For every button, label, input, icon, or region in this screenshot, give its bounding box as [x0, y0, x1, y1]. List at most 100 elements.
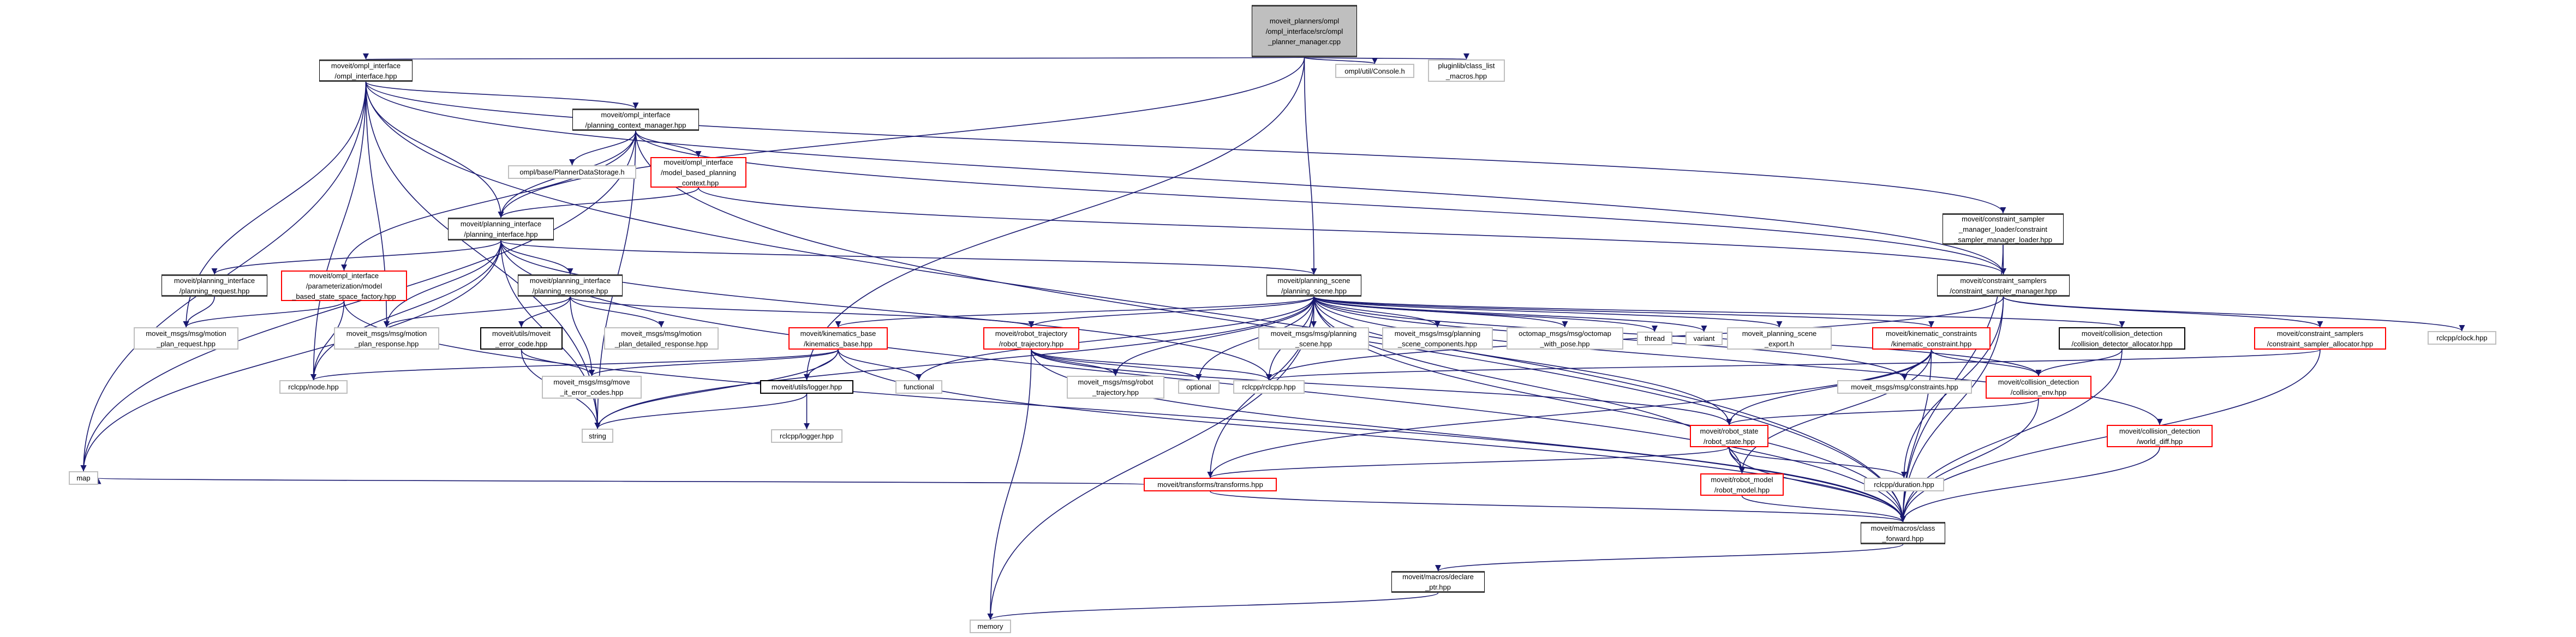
graph-node-rm[interactable]: moveit/robot_model/robot_model.hpp	[1700, 473, 1784, 496]
graph-node-cf[interactable]: moveit/macros/class_forward.hpp	[1861, 522, 1945, 544]
edge-ps-to-rm	[1313, 296, 1746, 474]
graph-node-constraints[interactable]: moveit_msgs/msg/constraints.hpp	[1837, 380, 1972, 394]
graph-node-rclcpp[interactable]: rclcpp/rclcpp.hpp	[1233, 380, 1305, 394]
graph-node-preq[interactable]: moveit/planning_interface/planning_reque…	[162, 274, 267, 297]
graph-node-pds[interactable]: ompl/base/PlannerDataStorage.h	[508, 165, 636, 179]
graph-node-rtmsg[interactable]: moveit_msgs/msg/robot_trajectory.hpp	[1067, 376, 1164, 399]
graph-node-variant[interactable]: variant	[1686, 332, 1723, 345]
edge-ps-to-rt	[1028, 296, 1314, 328]
edge-cenv-to-cf	[1899, 398, 2039, 522]
node-label-line: moveit/kinematics_base	[800, 329, 876, 338]
graph-node-memory[interactable]: memory	[970, 620, 1011, 633]
graph-node-cenv[interactable]: moveit/collision_detection/collision_env…	[1986, 376, 2091, 399]
node-label-line: rclcpp/duration.hpp	[1874, 480, 1934, 489]
graph-node-mec[interactable]: moveit/utils/moveit_error_code.hpp	[480, 327, 563, 350]
graph-node-cda[interactable]: moveit/collision_detection/collision_det…	[2059, 327, 2185, 350]
graph-node-mecs[interactable]: moveit_msgs/msg/move_it_error_codes.hpp	[542, 376, 642, 399]
edge-main-to-ps	[1304, 57, 1317, 275]
edge-ompl_if-to-csml	[365, 81, 2006, 214]
node-label-line: moveit/utils/logger.hpp	[771, 383, 842, 391]
graph-node-transforms[interactable]: moveit/transforms/transforms.hpp	[1144, 478, 1277, 491]
node-label-line: moveit/constraint_sampler	[1962, 214, 2045, 223]
graph-node-ompl_if[interactable]: moveit/ompl_interface/ompl_interface.hpp	[319, 59, 413, 82]
graph-node-export[interactable]: moveit_planning_scene_export.h	[1727, 327, 1832, 350]
graph-node-console[interactable]: ompl/util/Console.h	[1335, 64, 1414, 78]
edge-rt-to-rclcpp	[1031, 349, 1272, 381]
graph-node-kc[interactable]: moveit/kinematic_constraints/kinematic_c…	[1872, 327, 1991, 350]
graph-node-param[interactable]: moveit/ompl_interface/parameterization/m…	[281, 271, 407, 301]
graph-node-mpdr[interactable]: moveit_msgs/msg/motion_plan_detailed_res…	[604, 327, 719, 350]
edge-ps-to-rtmsg	[1112, 296, 1314, 376]
graph-node-logger[interactable]: moveit/utils/logger.hpp	[760, 380, 853, 394]
node-label-line: moveit/planning_interface	[460, 220, 542, 228]
graph-node-rt[interactable]: moveit/robot_trajectory/robot_trajectory…	[983, 327, 1079, 350]
graph-node-psmsg[interactable]: moveit_msgs/msg/planning_scene.hpp	[1258, 327, 1369, 350]
graph-node-mpreq[interactable]: moveit_msgs/msg/motion_plan_request.hpp	[134, 327, 238, 350]
graph-node-csm[interactable]: moveit/constraint_samplers/constraint_sa…	[1937, 274, 2070, 297]
graph-node-rlogger[interactable]: rclcpp/logger.hpp	[771, 429, 842, 443]
graph-node-clock[interactable]: rclcpp/clock.hpp	[2428, 331, 2496, 345]
node-label-line: moveit_msgs/msg/constraints.hpp	[1851, 383, 1958, 391]
node-label-line: _planner_manager.cpp	[1268, 37, 1341, 46]
node-label-line: /parameterization/model	[306, 281, 382, 290]
graph-node-clm[interactable]: pluginlib/class_list_macros.hpp	[1428, 59, 1505, 82]
node-label-line: moveit/collision_detection	[1998, 378, 2079, 386]
graph-node-ps[interactable]: moveit/planning_scene/planning_scene.hpp	[1266, 274, 1361, 297]
node-label-line: _with_pose.hpp	[1540, 339, 1590, 348]
edge-main-to-logger	[803, 57, 1305, 381]
edge-main-to-pi	[498, 57, 1305, 218]
graph-node-thread[interactable]: thread	[1637, 332, 1672, 345]
edge-main-to-clm	[1304, 53, 1469, 60]
edge-pcm-to-pds	[569, 130, 636, 166]
node-label-line: moveit_msgs/msg/planning	[1394, 329, 1481, 338]
edge-dp-to-memory	[987, 592, 1439, 620]
graph-node-mpresp[interactable]: moveit_msgs/msg/motion_plan_response.hpp	[334, 327, 439, 350]
edge-cf-to-dp	[1435, 544, 1904, 572]
node-label-line: moveit_planners/ompl	[1269, 16, 1340, 25]
graph-node-pcm[interactable]: moveit/ompl_interface/planning_context_m…	[572, 109, 699, 131]
graph-node-csa[interactable]: moveit/constraint_samplers/constraint_sa…	[2254, 327, 2386, 350]
node-label-line: moveit_msgs/msg/robot	[1078, 378, 1153, 386]
graph-node-rs[interactable]: moveit/robot_state/robot_state.hpp	[1690, 425, 1768, 447]
graph-node-pscomp[interactable]: moveit_msgs/msg/planning_scene_component…	[1382, 327, 1493, 350]
graph-node-pi[interactable]: moveit/planning_interface/planning_inter…	[448, 218, 554, 241]
edge-cda-to-cenv	[2035, 349, 2123, 376]
edge-main-to-ompl_if	[365, 52, 1305, 60]
edge-mbpc-to-pi	[498, 187, 699, 218]
graph-node-octo[interactable]: octomap_msgs/msg/octomap_with_pose.hpp	[1507, 327, 1623, 350]
edge-presp-to-mpresp	[384, 296, 571, 328]
node-label-line: moveit/planning_scene	[1277, 276, 1350, 285]
node-label-line: rclcpp/logger.hpp	[779, 432, 834, 440]
graph-node-main[interactable]: moveit_planners/ompl/ompl_interface/src/…	[1252, 5, 1357, 57]
graph-node-wd[interactable]: moveit/collision_detection/world_diff.hp…	[2107, 425, 2213, 447]
graph-node-presp[interactable]: moveit/planning_interface/planning_respo…	[518, 274, 623, 297]
graph-node-string[interactable]: string	[582, 429, 613, 443]
edge-transforms-to-cf	[1210, 491, 1906, 522]
graph-node-node[interactable]: rclcpp/node.hpp	[279, 380, 348, 394]
graph-node-functional[interactable]: functional	[895, 380, 942, 394]
edge-ps-to-string	[594, 296, 1314, 429]
edge-presp-to-mpdr	[570, 296, 665, 328]
edge-cenv-to-rs	[1726, 398, 2039, 425]
node-label-line: /planning_scene.hpp	[1281, 286, 1347, 295]
node-label-line: /robot_trajectory.hpp	[999, 339, 1064, 348]
node-label-line: /planning_interface.hpp	[464, 230, 538, 238]
node-label-line: memory	[977, 622, 1003, 630]
graph-node-dp[interactable]: moveit/macros/declare_ptr.hpp	[1391, 571, 1485, 593]
node-label-line: moveit/utils/moveit	[492, 329, 551, 338]
node-label-line: _scene.hpp	[1295, 339, 1332, 348]
node-label-line: _manager_loader/constraint	[1959, 225, 2047, 233]
edge-preq-to-mpreq	[183, 296, 215, 328]
edge-ps-to-wd	[1313, 296, 2163, 425]
node-label-line: moveit_msgs/msg/motion	[146, 329, 226, 338]
edge-pi-to-ps	[500, 240, 1317, 275]
node-label-line: moveit/planning_interface	[529, 276, 611, 285]
graph-node-mbpc[interactable]: moveit/ompl_interface/model_based_planni…	[650, 157, 746, 188]
graph-node-duration[interactable]: rclcpp/duration.hpp	[1864, 478, 1944, 491]
node-label-line: moveit/ompl_interface	[309, 271, 379, 280]
node-label-line: moveit/robot_model	[1711, 475, 1773, 484]
graph-node-csml[interactable]: moveit/constraint_sampler _manager_loader…	[1943, 213, 2064, 245]
graph-node-kb[interactable]: moveit/kinematics_base/kinematics_base.h…	[788, 327, 888, 350]
graph-node-map[interactable]: map	[69, 471, 98, 485]
graph-node-optional[interactable]: optional	[1178, 380, 1220, 394]
